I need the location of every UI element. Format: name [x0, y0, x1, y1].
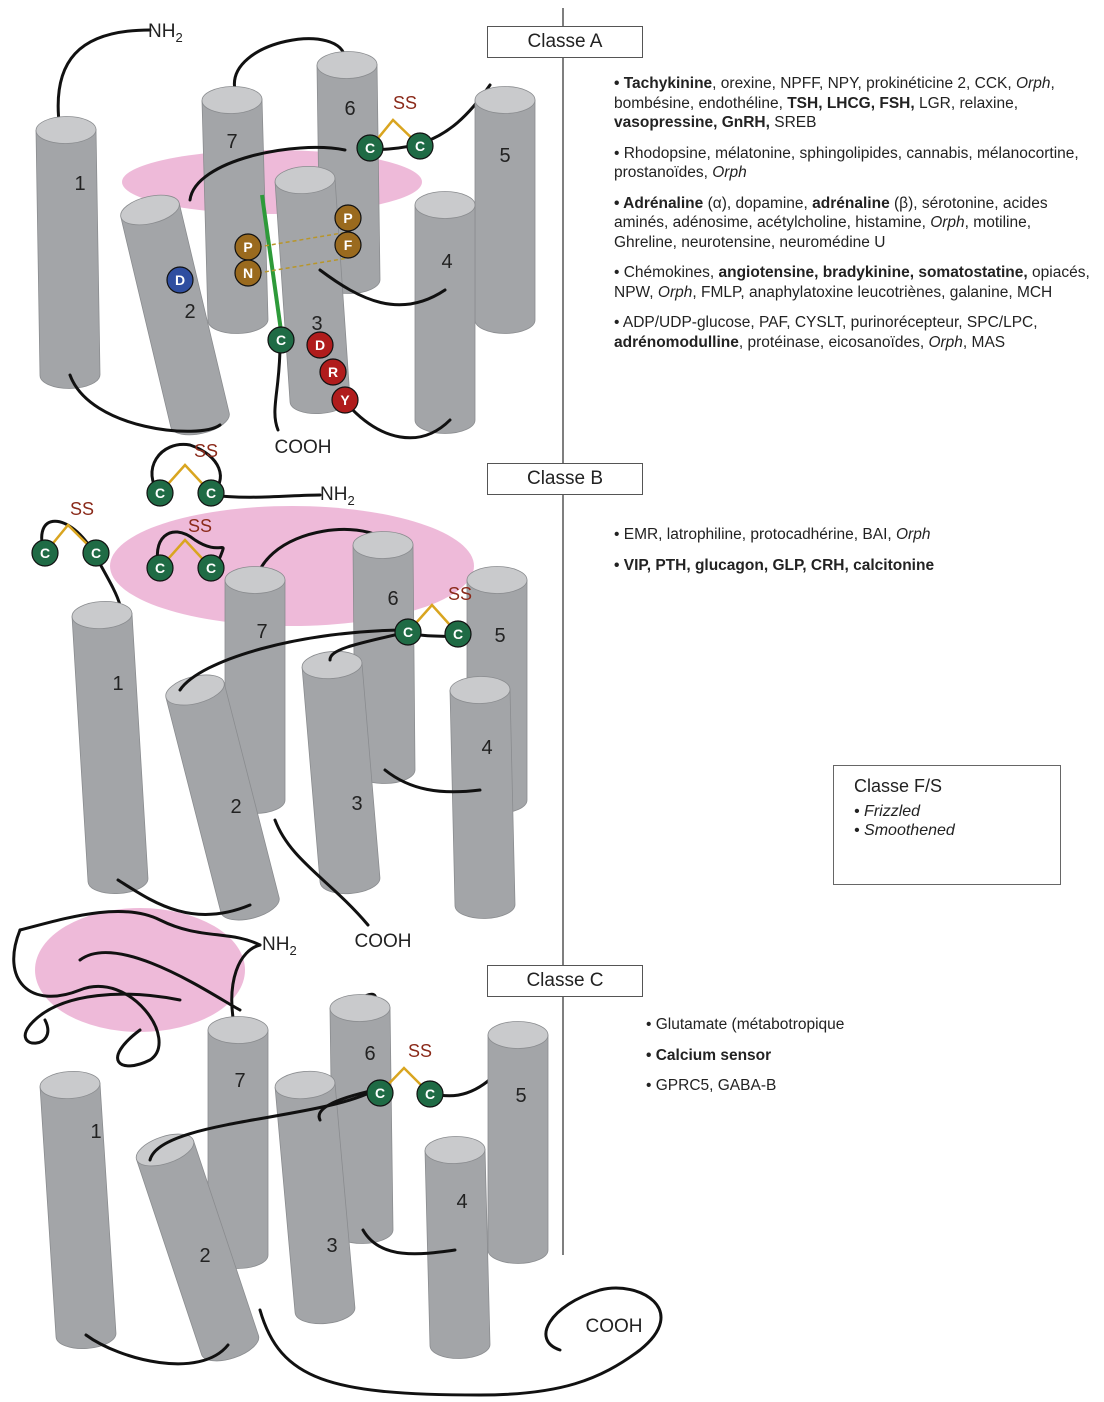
class-a-helix-1 [36, 116, 100, 388]
class-a-helix-1-number: 1 [74, 173, 85, 195]
class-b-helix-7-number: 7 [256, 621, 267, 643]
class-a-ligand-item: • Tachykinine, orexine, NPFF, NPY, proki… [614, 74, 1094, 133]
class-c-helix-3-number: 3 [326, 1235, 337, 1257]
class-b-ss-label-2: SS [194, 441, 218, 461]
class-c-ss-label: SS [408, 1041, 432, 1061]
class-a-helix-4 [415, 192, 475, 434]
class-a-cooh-label: COOH [275, 437, 332, 458]
class-a-asn-residue-label: N [243, 265, 253, 281]
class-b-cys-7-label: C [403, 624, 413, 640]
class-fs-box: Classe F/S • Frizzled • Smoothened [833, 765, 1061, 885]
class-b-ss-label-3: SS [188, 516, 212, 536]
class-b-ligand-item: • EMR, latrophiline, protocadhérine, BAI… [614, 525, 1094, 545]
class-a-box: Classe A [487, 26, 643, 58]
class-a-cys-1-label: C [365, 140, 375, 156]
class-a-helix-2-number: 2 [184, 301, 195, 323]
class-b-cys-1-label: C [40, 545, 50, 561]
class-a-helix-5 [475, 87, 535, 334]
class-c-helix-7-number: 7 [234, 1070, 245, 1092]
class-a-ligand-item: • Chémokines, angiotensine, bradykinine,… [614, 263, 1094, 302]
class-b-nh2-tail [210, 495, 320, 497]
class-a-helix-6-number: 6 [344, 98, 355, 120]
class-b-cys-2-label: C [91, 545, 101, 561]
class-b-nh2-label: NH2 [320, 484, 355, 508]
class-c-helix-2-number: 2 [199, 1245, 210, 1267]
class-c-ligand-item: • GPRC5, GABA-B [646, 1076, 1086, 1096]
class-a-ligand-item: • Adrénaline (α), dopamine, adrénaline (… [614, 194, 1094, 253]
class-c-helix-5 [488, 1022, 548, 1264]
class-c-ligand-item: • Glutamate (métabotropique [646, 1015, 1086, 1035]
class-b-cys-6-label: C [206, 560, 216, 576]
class-fs-item-frizzled: • Frizzled [854, 803, 920, 821]
class-b-helix-1 [71, 600, 148, 894]
class-a-dry-d-label: D [315, 337, 325, 353]
class-a-ss-label: SS [393, 93, 417, 113]
class-b-helix-1-number: 1 [112, 673, 123, 695]
class-c-cooh-label: COOH [586, 1316, 643, 1337]
class-c-helix-6-number: 6 [364, 1043, 375, 1065]
class-c-box: Classe C [487, 965, 643, 997]
class-a-nh2-label: NH2 [148, 21, 183, 45]
class-a-cys-3-label: C [276, 332, 286, 348]
class-c-helix-1-number: 1 [90, 1121, 101, 1143]
class-c-cys-1-label: C [375, 1085, 385, 1101]
class-b-helix-3-number: 3 [351, 793, 362, 815]
class-c-ligand-list: • Glutamate (métabotropique • Calcium sen… [646, 1015, 1086, 1107]
class-c-helix-4 [425, 1136, 490, 1359]
class-a-dry-r-label: R [328, 364, 338, 380]
class-b-ss-label-tm: SS [448, 584, 472, 604]
class-b-helix-2-number: 2 [230, 796, 241, 818]
class-a-asp-residue-label: D [175, 272, 185, 288]
class-b-helix-4-number: 4 [481, 737, 492, 759]
class-a-helix-7-number: 7 [226, 131, 237, 153]
class-b-cooh-label: COOH [355, 931, 412, 952]
class-a-ligand-item: • Rhodopsine, mélatonine, sphingolipides… [614, 144, 1094, 183]
class-fs-title: Classe F/S [854, 776, 942, 797]
class-b-cys-3-label: C [155, 485, 165, 501]
class-a-helix-7 [202, 86, 268, 334]
class-c-helix-5-number: 5 [515, 1085, 526, 1107]
class-c-cys-2-label: C [425, 1086, 435, 1102]
class-b-helix-4 [450, 676, 515, 919]
class-c-helix-4-number: 4 [456, 1191, 467, 1213]
class-c-nh2-label: NH2 [262, 934, 297, 958]
class-a-cys-2-label: C [415, 138, 425, 154]
class-b-cys-8-label: C [453, 626, 463, 642]
class-b-cys-5-label: C [155, 560, 165, 576]
class-c-ligand-item: • Calcium sensor [646, 1046, 1086, 1066]
class-b-ss-label-1: SS [70, 499, 94, 519]
class-b-ligand-item: • VIP, PTH, glucagon, GLP, CRH, calciton… [614, 556, 1094, 576]
class-c-helix-1 [39, 1070, 116, 1349]
class-a-helix-4-number: 4 [441, 251, 452, 273]
class-a-nh2-tail [58, 30, 150, 130]
class-a-dry-y-label: Y [340, 392, 350, 408]
class-b-helix-6-number: 6 [387, 588, 398, 610]
class-a-ligand-item: • ADP/UDP-glucose, PAF, CYSLT, purinoréc… [614, 313, 1094, 352]
class-b-ligand-list: • EMR, latrophiline, protocadhérine, BAI… [614, 525, 1094, 586]
class-c-ligand-pocket [35, 908, 245, 1032]
class-a-pro-residue-1-label: P [243, 239, 252, 255]
class-a-ligand-list: • Tachykinine, orexine, NPFF, NPY, proki… [614, 74, 1094, 363]
class-a-pro-residue-2-label: P [343, 210, 352, 226]
class-b-helix-5-number: 5 [494, 625, 505, 647]
class-a-phe-residue-label: F [344, 237, 353, 253]
class-b-cys-4-label: C [206, 485, 216, 501]
class-b-box: Classe B [487, 463, 643, 495]
class-fs-item-smoothened: • Smoothened [854, 822, 955, 840]
class-a-cooh-tail [275, 345, 280, 430]
class-a-helix-5-number: 5 [499, 145, 510, 167]
